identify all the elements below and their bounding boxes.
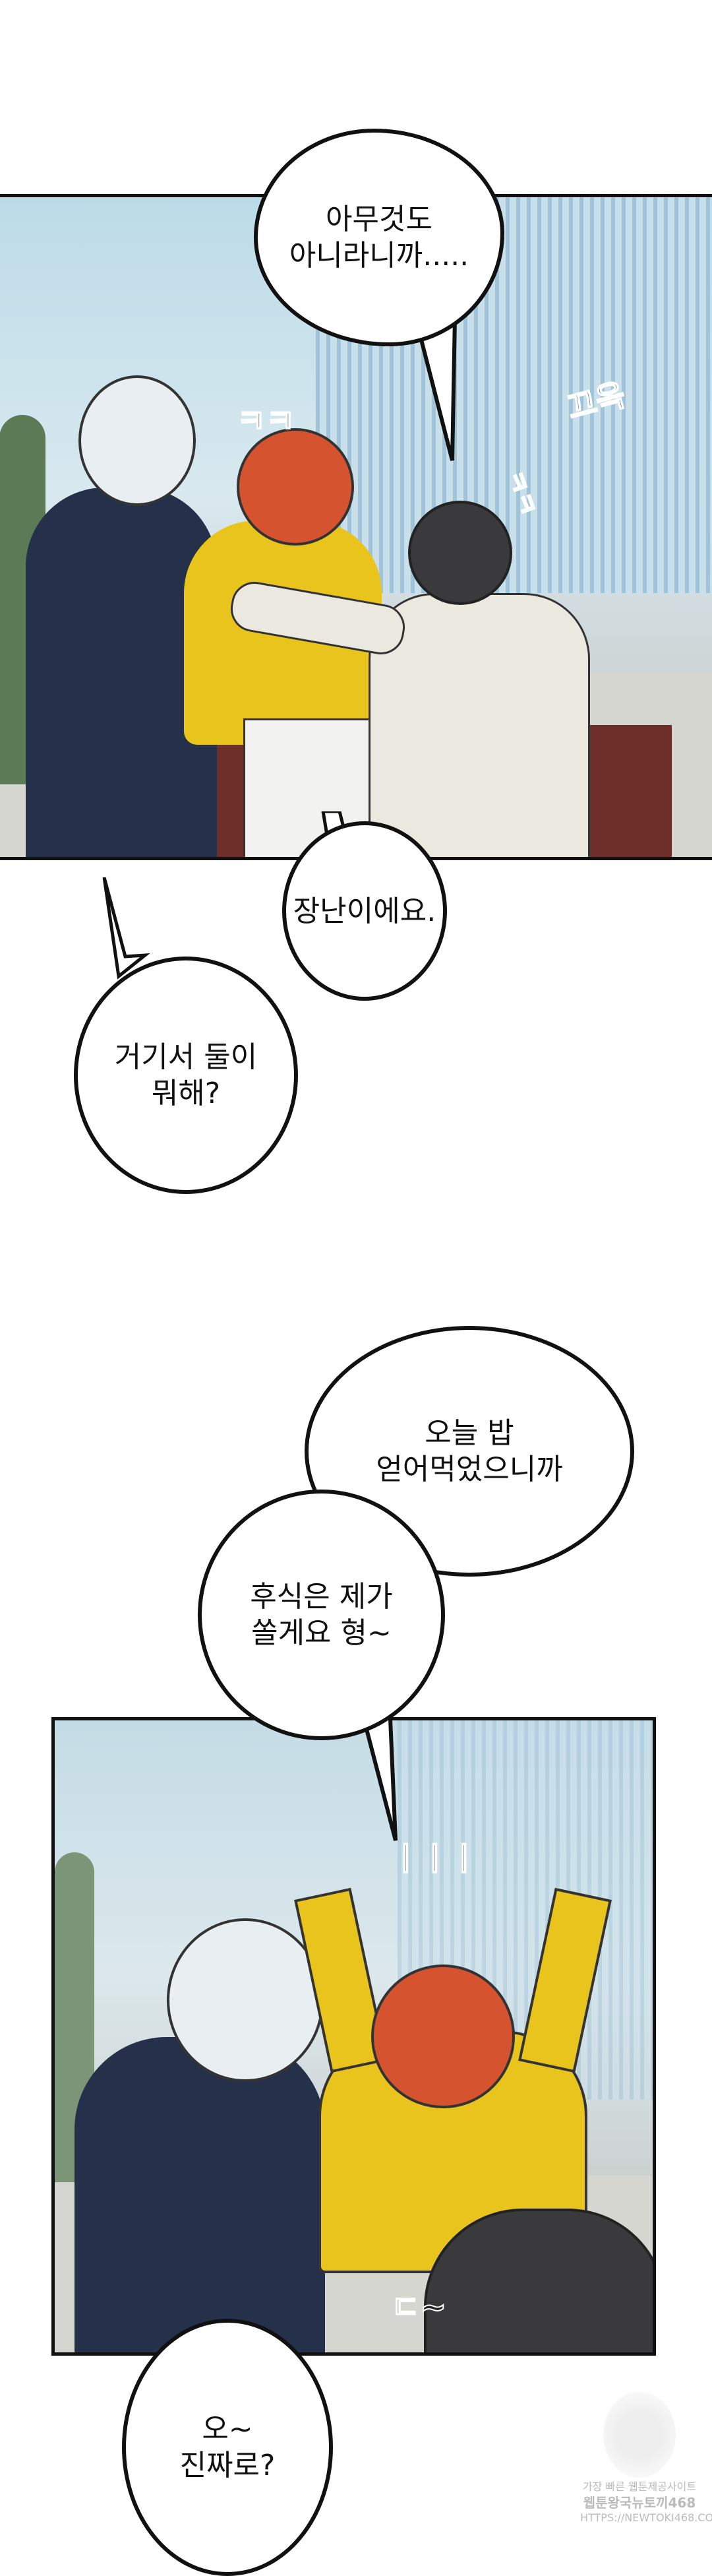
watermark-mascot-icon (603, 2392, 676, 2478)
character-cap-head (408, 501, 512, 605)
character-white-hair-body (74, 2037, 325, 2352)
sfx-laugh: ㅋㅋ (236, 402, 295, 441)
watermark: 가장 빠른 웹툰제공사이트 웹툰왕국뉴토끼468 HTTPS://NEWTOKI… (580, 2392, 712, 2525)
bubble-text-line: 후식은 제가 (250, 1580, 393, 1614)
bubble-text-line: 진짜로? (179, 2449, 276, 2482)
speech-bubble-2: 장난이에요. (282, 821, 447, 1001)
character-cap-body (369, 593, 590, 857)
character-red-hair-head (371, 1964, 515, 2108)
sfx-cheer: ㅣㅣㅣ (390, 1840, 479, 1878)
watermark-line: 웹툰왕국뉴토끼468 (583, 2495, 696, 2511)
bubble-text-line: 아니라니까..... (289, 239, 469, 272)
bubble-text-line: 쏠게요 형~ (251, 1616, 392, 1650)
watermark-line: 가장 빠른 웹툰제공사이트 (582, 2480, 697, 2494)
comic-panel-2: ㅣㅣㅣ ㄷ~ (51, 1717, 656, 2356)
character-white-hair-head (78, 375, 196, 506)
watermark-line: HTTPS://NEWTOKI468.COM (580, 2511, 712, 2525)
bubble-text-line: 뭐해? (151, 1077, 221, 1110)
speech-bubble-6: 오~진짜로? (122, 2319, 333, 2576)
speech-tail (413, 317, 458, 461)
character-cap-head (424, 2209, 653, 2352)
bubble-text-line: 거기서 둘이 (114, 1040, 258, 1074)
character-red-hair-head (237, 428, 354, 546)
bubble-text-line: 오~ (202, 2412, 253, 2446)
character-white-hair-head (167, 1918, 324, 2082)
sfx-mumble: ㄷ~ (390, 2288, 447, 2327)
speech-tail (102, 877, 150, 980)
bubble-text-line: 얻어먹었으니까 (376, 1453, 563, 1486)
bubble-text-line: 아무것도 (326, 203, 432, 236)
bubble-text-line: 장난이에요. (293, 894, 436, 928)
bubble-text-line: 오늘 밥 (425, 1416, 514, 1450)
